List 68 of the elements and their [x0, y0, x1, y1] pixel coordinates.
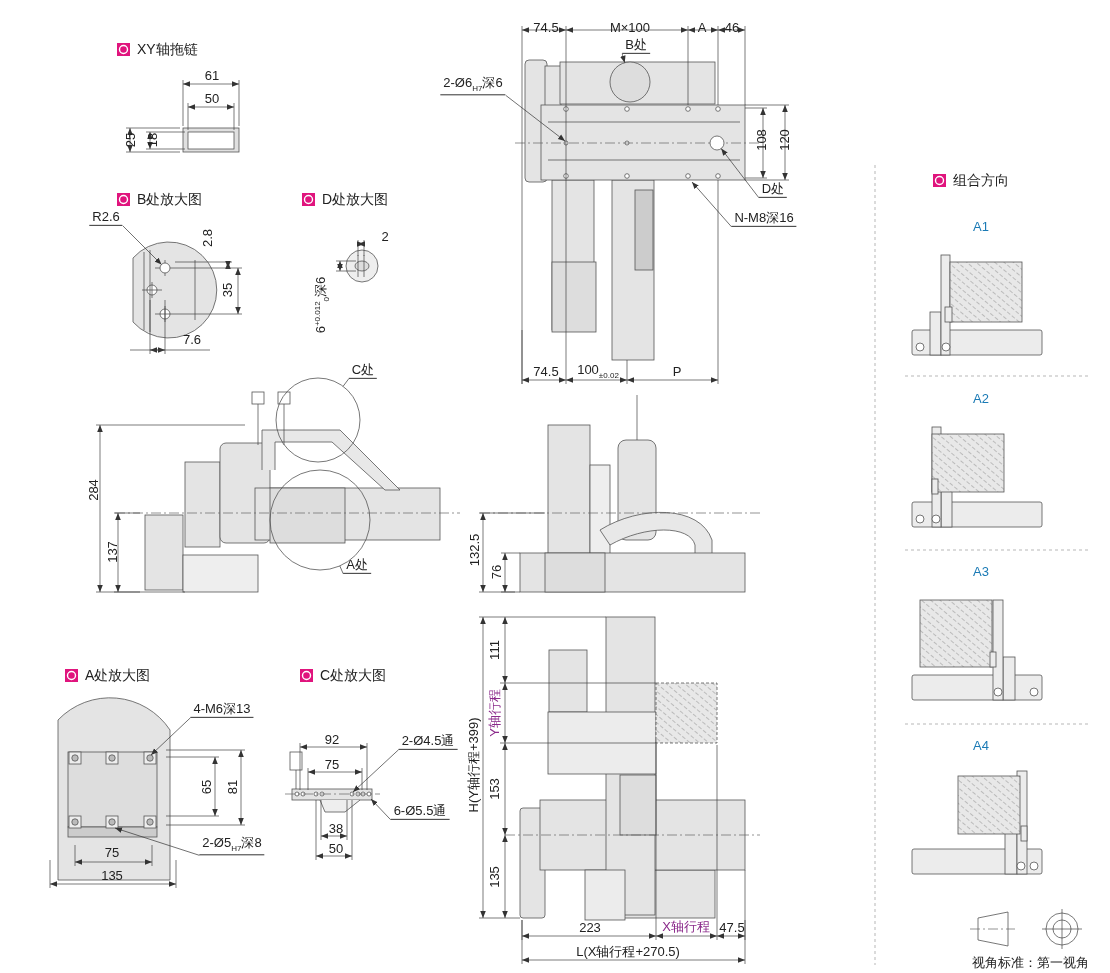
dimension-label: 2.8: [200, 228, 216, 248]
variant-label: A3: [973, 564, 989, 580]
dimension-label: L(X轴行程+270.5): [576, 944, 680, 960]
callout-label: B处: [622, 37, 650, 55]
locating-hole: [709, 135, 725, 151]
section-heading: C处放大图: [320, 668, 387, 684]
dimension-label: M×100: [609, 20, 651, 36]
stroke-label: Y轴行程: [487, 689, 503, 737]
dimension-label: 2: [381, 229, 389, 245]
callout-label: 2-Ø4.5通: [398, 733, 458, 751]
leader-line: [342, 378, 350, 387]
callout-label: D处: [758, 181, 788, 199]
dimension-label: 137: [105, 541, 121, 563]
dimension-label: 223: [579, 920, 601, 936]
dimension-label: 74.5: [533, 364, 559, 380]
leader-line: [620, 53, 626, 64]
dimension-label: P: [672, 364, 682, 380]
dimension-label: 76: [489, 564, 505, 580]
detail-circle: [275, 377, 361, 463]
callout-label: 2-Ø6$_{H7}$深6: [440, 76, 506, 96]
dimension-label: 111: [487, 640, 503, 660]
dimension-label: 25: [123, 132, 139, 148]
callout-label: A处: [343, 557, 371, 575]
dimension-label: 47.5: [719, 920, 745, 936]
dimension-label: 61: [204, 68, 220, 84]
dimension-label: 284: [86, 479, 102, 501]
dimension-label: 108: [754, 129, 770, 151]
dimension-label: 46: [724, 20, 740, 36]
dimension-label: 35: [220, 282, 236, 298]
dimension-label: 135: [487, 866, 503, 888]
dimension-label: 65: [199, 779, 215, 795]
detail-circle: [269, 469, 371, 571]
callout-label: 4-M6深13: [190, 701, 254, 719]
section-heading: XY轴拖链: [137, 42, 198, 58]
dimension-label: H(Y轴行程+399): [466, 717, 482, 813]
dimension-label: 74.5: [533, 20, 559, 36]
leader-line: [339, 565, 344, 575]
dimension-label: 92: [324, 732, 340, 748]
variant-label: A2: [973, 391, 989, 407]
dimension-label: 7.6: [182, 332, 202, 348]
dimension-label: 153: [487, 778, 503, 800]
callout-label: R2.6: [89, 209, 123, 227]
dimension-label: 81: [225, 779, 241, 795]
dimension-label: 38: [328, 821, 344, 837]
dimension-label: 50: [328, 841, 344, 857]
stroke-label: X轴行程: [662, 919, 710, 935]
dimension-label: 100$_{±0.02}$: [577, 363, 619, 381]
dimension-label: 75: [104, 845, 120, 861]
dimension-label: 135: [101, 868, 123, 884]
variant-label: A1: [973, 219, 989, 235]
variant-label: A4: [973, 738, 989, 754]
dimension-label: 75: [324, 757, 340, 773]
callout-label: N-M8深16: [731, 210, 797, 228]
dimension-label: 132.5: [467, 533, 483, 567]
dimension-label: 18: [145, 132, 161, 148]
section-heading: B处放大图: [137, 192, 203, 208]
section-heading: 组合方向: [953, 173, 1009, 189]
callout-label: 2-Ø5$_{H7}$深8: [199, 836, 265, 856]
mounting-disc: [609, 61, 651, 103]
mounting-hole: [159, 262, 171, 274]
callout-label: 6-Ø5.5通: [390, 803, 450, 821]
section-heading: D处放大图: [322, 192, 389, 208]
dimension-label: 视角标准：第一视角: [971, 955, 1089, 971]
dimension-label: 120: [777, 129, 793, 151]
dimension-label: 50: [204, 91, 220, 107]
dimension-label: A: [697, 20, 707, 36]
callout-label: C处: [348, 362, 378, 380]
section-heading: A处放大图: [85, 668, 151, 684]
